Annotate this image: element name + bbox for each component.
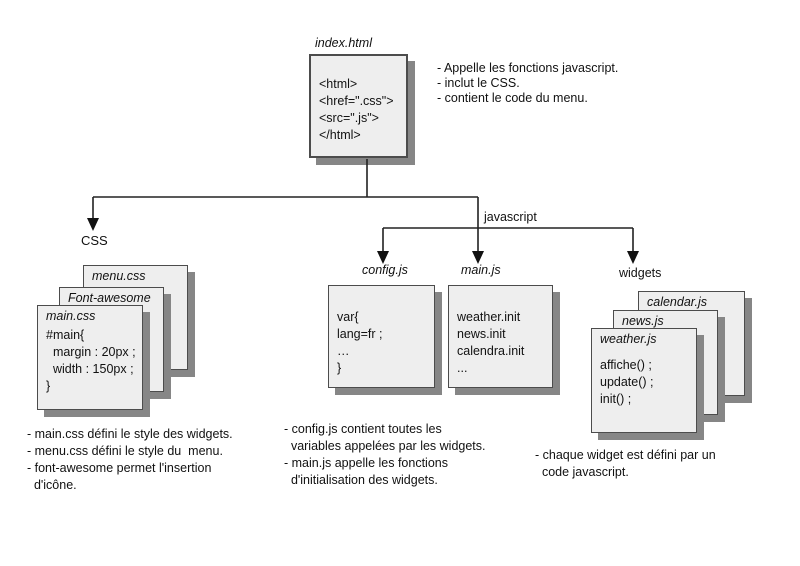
index-html-label: index.html [315,36,372,50]
index-html-box: <html><href=".css"><src=".js"></html> [309,54,408,158]
config-js-code: var{lang=fr ;…} [337,310,383,375]
main-css-title: main.css [46,309,96,323]
widgets-notes: - chaque widget est défini par un code j… [535,448,716,479]
font-awesome-title: Font-awesome [68,291,151,305]
widgets-arrowhead [627,251,639,264]
css-branch-label: CSS [81,233,108,248]
javascript-branch-label: javascript [484,210,537,224]
main-css-code: #main{ margin : 20px ; width : 150px ;} [46,328,136,393]
index-html-code: <html><href=".css"><src=".js"></html> [319,77,394,142]
main-css-card: main.css #main{ margin : 20px ; width : … [37,305,143,410]
css-arrowhead [87,218,99,231]
calendar-js-title: calendar.js [647,295,707,309]
widgets-branch-label: widgets [619,266,662,280]
weather-js-card: weather.js affiche() ;update() ;init() ; [591,328,697,433]
config-js-label: config.js [362,263,408,277]
css-notes: - main.css défini le style des widgets.-… [27,427,233,492]
main-js-label: main.js [461,263,501,277]
news-js-title: news.js [622,314,664,328]
config-js-box: var{lang=fr ;…} [328,285,435,388]
index-html-notes: - Appelle les fonctions javascript.- inc… [437,61,619,105]
js-notes: - config.js contient toutes les variable… [284,422,486,487]
weather-js-code: affiche() ;update() ;init() ; [600,358,654,406]
menu-css-title: menu.css [92,269,146,283]
weather-js-title: weather.js [600,332,657,346]
